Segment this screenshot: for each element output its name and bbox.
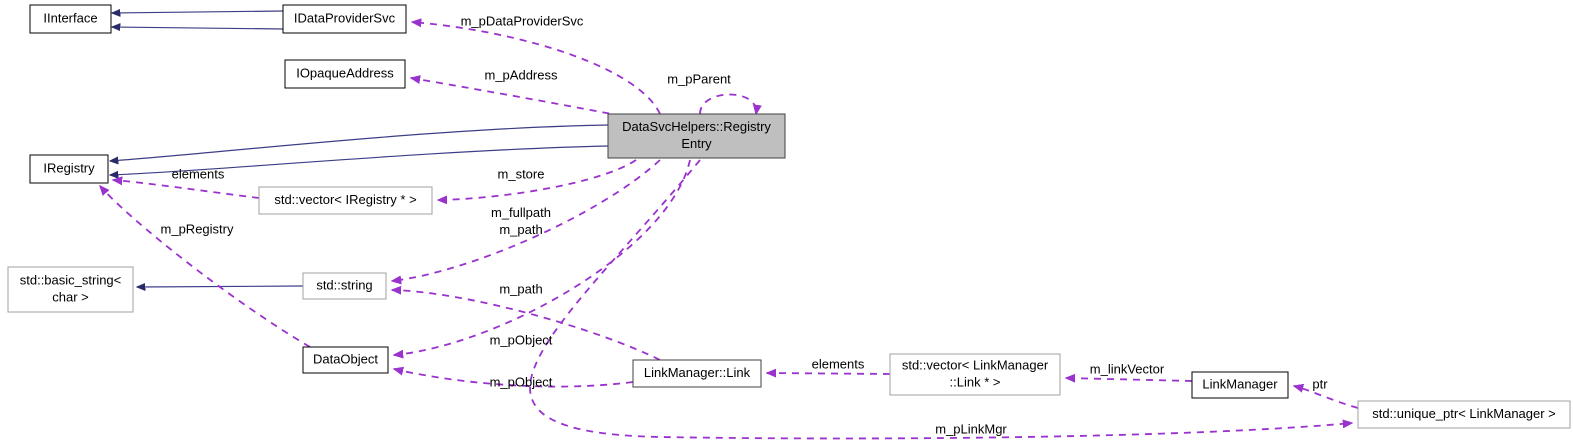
node-vector_iregistry[interactable]: std::vector< IRegistry * >: [258, 186, 433, 215]
node-box-vector_iregistry[interactable]: [258, 186, 433, 215]
edge-label-use-address: m_pAddress: [485, 67, 558, 82]
node-label-basic_string: std::basic_string<: [20, 272, 122, 287]
node-box-iinterface[interactable]: [29, 4, 112, 34]
node-linkmanager_link[interactable]: LinkManager::Link: [632, 359, 762, 388]
edge-label-use-elements-link: elements: [812, 356, 865, 371]
node-iregistry[interactable]: IRegistry: [29, 154, 109, 184]
node-box-linkmanager[interactable]: [1191, 371, 1289, 399]
node-box-basic_string[interactable]: [7, 266, 134, 313]
edge-label-use-pobject1: m_pObject: [490, 332, 553, 347]
edge-label-use-fullpath-path: m_fullpath: [491, 205, 551, 220]
usage-edge: [113, 180, 260, 199]
node-label-unique_ptr: std::unique_ptr< LinkManager >: [1372, 406, 1556, 421]
node-box-linkmanager_link[interactable]: [632, 359, 762, 388]
inheritance-edge-layer: [110, 11, 609, 287]
usage-edge: [392, 290, 661, 361]
edge-label-use-linkvector: m_linkVector: [1090, 361, 1165, 376]
node-box-dataobject[interactable]: [302, 346, 389, 374]
usage-edge: [411, 78, 623, 117]
node-label-registryentry: DataSvcHelpers::Registry: [622, 119, 771, 134]
edge-label-use-fullpath-path: m_path: [499, 222, 542, 237]
node-dataobject[interactable]: DataObject: [302, 346, 389, 374]
usage-edge: [699, 93, 756, 115]
usage-edge-layer: [100, 22, 1359, 440]
usage-edge: [1066, 378, 1193, 381]
edge-label-use-pregistry: m_pRegistry: [161, 221, 234, 236]
edge-label-use-dataprovidersvc: m_pDataProviderSvc: [461, 13, 584, 28]
edge-label-use-path: m_path: [499, 281, 542, 296]
node-label-idataprovidersvc: IDataProviderSvc: [294, 10, 396, 25]
usage-edge: [438, 159, 637, 200]
node-std_string[interactable]: std::string: [302, 272, 387, 300]
usage-edge: [412, 22, 661, 115]
inheritance-edge: [110, 124, 609, 161]
node-box-iopaqueaddress[interactable]: [284, 59, 406, 89]
usage-edge: [767, 373, 891, 374]
node-basic_string[interactable]: std::basic_string<char >: [7, 266, 134, 313]
node-linkmanager[interactable]: LinkManager: [1191, 371, 1289, 399]
node-label-vector_link: ::Link * >: [950, 374, 1001, 389]
node-box-vector_link[interactable]: [889, 353, 1061, 396]
node-iopaqueaddress[interactable]: IOpaqueAddress: [284, 59, 406, 89]
node-label-vector_iregistry: std::vector< IRegistry * >: [274, 192, 416, 207]
node-idataprovidersvc[interactable]: IDataProviderSvc: [282, 4, 407, 34]
inheritance-edge: [110, 145, 609, 175]
node-box-iregistry[interactable]: [29, 154, 109, 184]
node-label-dataobject: DataObject: [313, 351, 378, 366]
node-label-linkmanager_link: LinkManager::Link: [644, 365, 751, 380]
inheritance-edge: [112, 11, 284, 13]
node-vector_link[interactable]: std::vector< LinkManager::Link * >: [889, 353, 1061, 396]
node-iinterface[interactable]: IInterface: [29, 4, 112, 34]
node-label-iinterface: IInterface: [43, 10, 97, 25]
node-label-iregistry: IRegistry: [43, 160, 95, 175]
node-label-linkmanager: LinkManager: [1202, 376, 1278, 391]
edge-label-use-plinkmgr: m_pLinkMgr: [935, 421, 1007, 436]
usage-edge: [394, 159, 691, 355]
edge-label-use-ptr: ptr: [1312, 376, 1328, 391]
edge-label-use-store: m_store: [498, 166, 545, 181]
node-label-registryentry: Entry: [681, 136, 712, 151]
edge-label-use-parent: m_pParent: [667, 71, 731, 86]
inheritance-edge: [112, 27, 284, 29]
node-box-std_string[interactable]: [302, 272, 387, 300]
node-label-std_string: std::string: [316, 277, 372, 292]
node-box-registryentry[interactable]: [607, 113, 786, 159]
edge-label-use-elements: elements: [172, 166, 225, 181]
edge-label-layer: m_pDataProviderSvc m_pAddress m_pParent m_s…: [161, 13, 1329, 436]
node-layer: IInterface IDataProviderSvcIOpaqueAddress…: [7, 4, 1571, 429]
node-label-basic_string: char >: [52, 289, 89, 304]
node-label-iopaqueaddress: IOpaqueAddress: [296, 65, 394, 80]
node-box-idataprovidersvc[interactable]: [282, 4, 407, 34]
node-label-vector_link: std::vector< LinkManager: [902, 357, 1049, 372]
usage-edge: [392, 159, 661, 281]
node-unique_ptr[interactable]: std::unique_ptr< LinkManager >: [1357, 400, 1571, 429]
edge-label-use-pobject2: m_pObject: [490, 374, 553, 389]
node-box-unique_ptr[interactable]: [1357, 400, 1571, 429]
